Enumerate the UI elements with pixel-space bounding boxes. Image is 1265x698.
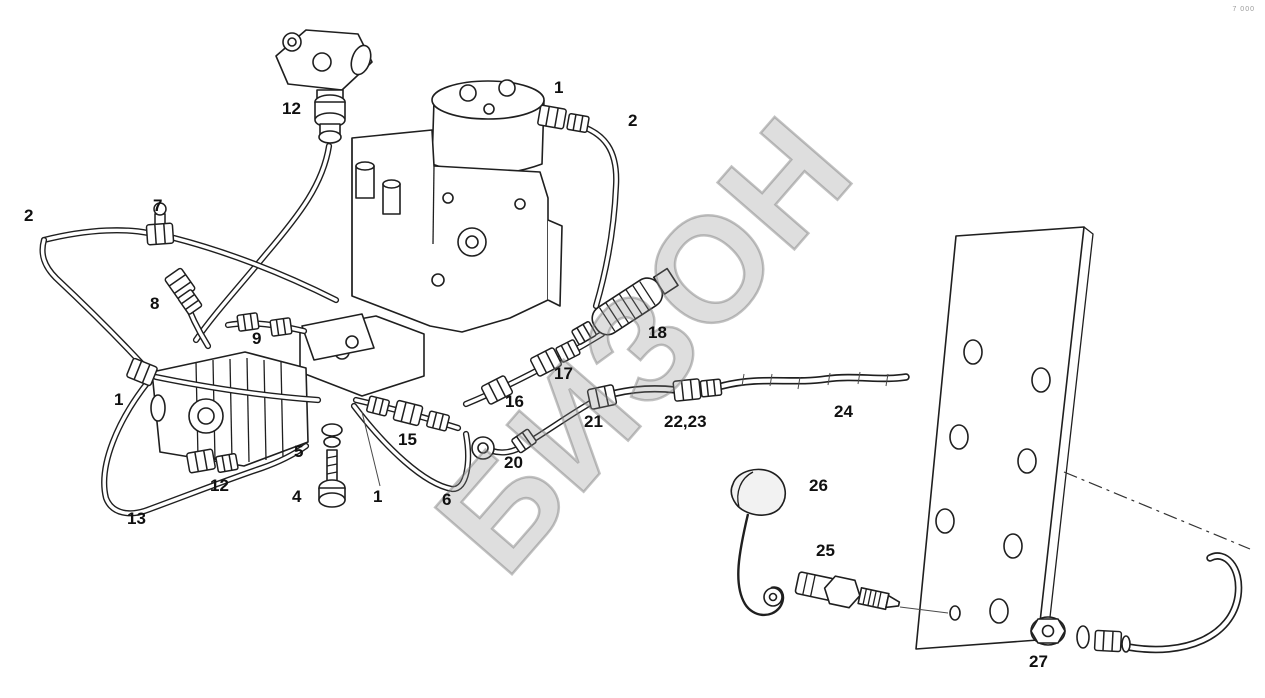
elbow-fitting bbox=[471, 427, 538, 460]
hose-texture bbox=[741, 371, 889, 390]
callout-17: 17 bbox=[554, 364, 573, 383]
control-valve-block bbox=[275, 29, 373, 144]
callout-2-top-pipe: 2 bbox=[628, 111, 638, 130]
callout-4: 4 bbox=[292, 487, 302, 506]
callout-2-left-pipe: 2 bbox=[24, 206, 34, 225]
callout-18: 18 bbox=[648, 323, 667, 342]
accumulator bbox=[591, 267, 679, 336]
washer-item-5 bbox=[321, 423, 343, 448]
callout-9: 9 bbox=[252, 329, 262, 348]
callout-1-bottom: 1 bbox=[373, 487, 383, 506]
mounting-bracket bbox=[915, 226, 1094, 650]
callout-5: 5 bbox=[294, 442, 304, 461]
callout-16: 16 bbox=[505, 392, 524, 411]
reference-lines bbox=[361, 411, 1251, 550]
injection-pump bbox=[150, 351, 309, 467]
bolt-item-4 bbox=[318, 449, 346, 508]
callout-21: 21 bbox=[584, 412, 603, 431]
callout-27: 27 bbox=[1029, 652, 1048, 671]
callout-25: 25 bbox=[816, 541, 835, 560]
callout-15: 15 bbox=[398, 430, 417, 449]
callout-8: 8 bbox=[150, 294, 160, 313]
callout-7: 7 bbox=[153, 196, 163, 215]
callout-12-bottom: 12 bbox=[210, 476, 229, 495]
callout-20: 20 bbox=[504, 453, 523, 472]
callout-1-top-fitting: 1 bbox=[554, 78, 564, 97]
callout-6: 6 bbox=[442, 490, 452, 509]
callout-24: 24 bbox=[834, 402, 853, 421]
callout-1-left-fitting: 1 bbox=[114, 390, 124, 409]
callout-13: 13 bbox=[127, 509, 146, 528]
protective-cap bbox=[730, 468, 786, 617]
callout-26: 26 bbox=[809, 476, 828, 495]
steering-unit bbox=[431, 79, 545, 175]
manifold-block bbox=[299, 313, 425, 397]
callout-22-23: 22,23 bbox=[664, 412, 707, 431]
callout-12-valve-block: 12 bbox=[282, 99, 301, 118]
fittings bbox=[125, 104, 723, 474]
corner-note: 7 000 bbox=[1232, 6, 1255, 13]
pump-body bbox=[351, 129, 563, 333]
sensor bbox=[794, 571, 949, 614]
nut-assembly bbox=[1030, 616, 1131, 653]
